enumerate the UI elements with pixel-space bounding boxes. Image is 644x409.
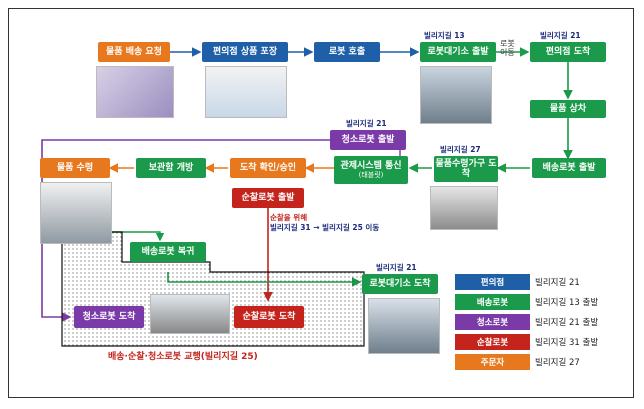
legend-customer: 주문자 빌리지길 27 [455,354,605,370]
patrol-arrive-box: 순찰로봇 도착 [234,306,304,328]
robot-call-box: 로봇 호출 [314,42,380,62]
store-pack-box: 편의점 상품 포장 [202,42,288,62]
receive-box: 물품 수령 [40,158,110,178]
patrol-note-2: 빌리지길 31 → 빌리지길 25 이동 [270,223,380,232]
legend-cleaning: 청소로봇 빌리지길 21 출발 [455,314,605,330]
legend-delivery: 배송로봇 빌리지길 13 출발 [455,294,605,310]
locker-open-box: 보관함 개방 [136,158,206,178]
tag-village-13: 빌리지길 13 [424,31,465,40]
legend-delivery-box: 배송로봇 [455,294,530,310]
legend-delivery-text: 빌리지길 13 출발 [535,298,599,308]
control-comm-label: 관제시스템 통신 [340,160,402,171]
legend-patrol-text: 빌리지길 31 출발 [535,338,599,348]
tag-village-27: 빌리지길 27 [440,145,481,154]
control-comm-sub: (태블릿) [358,171,384,180]
diagram-frame [8,8,634,398]
delivery-return-box: 배송로봇 복귀 [130,242,206,262]
clean-arrive-box: 청소로봇 도착 [74,306,144,328]
legend-patrol-box: 순찰로봇 [455,334,530,350]
patrol-depart-box: 순찰로봇 출발 [232,188,304,208]
store-arrive-box: 편의점 도착 [530,42,606,62]
load-box: 물품 상차 [530,100,606,118]
standby-arrive-photo [368,298,440,354]
legend-patrol: 순찰로봇 빌리지길 31 출발 [455,334,605,350]
legend-cleaning-text: 빌리지길 21 출발 [535,318,599,328]
store-interior-photo [205,66,287,118]
arrival-confirm-box: 도착 확인/승인 [230,158,306,178]
receive-robot-photo [40,182,112,244]
delivery-depart-box: 배송로봇 출발 [532,158,606,178]
legend-store-box: 편의점 [455,274,530,290]
robot-standby-photo [420,66,492,124]
clean-depart-box: 청소로봇 출발 [330,130,406,150]
legend-store-text: 빌리지길 21 [535,278,580,288]
robot-move-note: 로봇 이동 [500,39,515,57]
standby-arrive-box: 로봇대기소 도착 [362,274,438,294]
legend-store: 편의점 빌리지길 21 [455,274,605,290]
legend-customer-text: 빌리지길 27 [535,358,580,368]
legend-customer-box: 주문자 [455,354,530,370]
tag-village-21-standby: 빌리지길 21 [376,263,417,272]
tag-village-21-clean: 빌리지길 21 [346,119,387,128]
control-comm-box: 관제시스템 통신 (태블릿) [334,156,408,184]
receiver-house-photo [430,186,498,230]
phone-order-photo [96,66,174,118]
receiver-arrive-box: 물품수령가구 도착 [434,156,498,182]
crossing-robots-photo [150,294,230,334]
crossing-zone-label: 배송·순찰·청소로봇 교행(빌리지길 25) [108,352,258,362]
standby-depart-box: 로봇대기소 출발 [420,42,496,62]
tag-village-21-store: 빌리지길 21 [540,31,581,40]
patrol-note-1: 순찰을 위해 [270,213,308,222]
legend-cleaning-box: 청소로봇 [455,314,530,330]
order-request-box: 물품 배송 요청 [98,42,170,62]
